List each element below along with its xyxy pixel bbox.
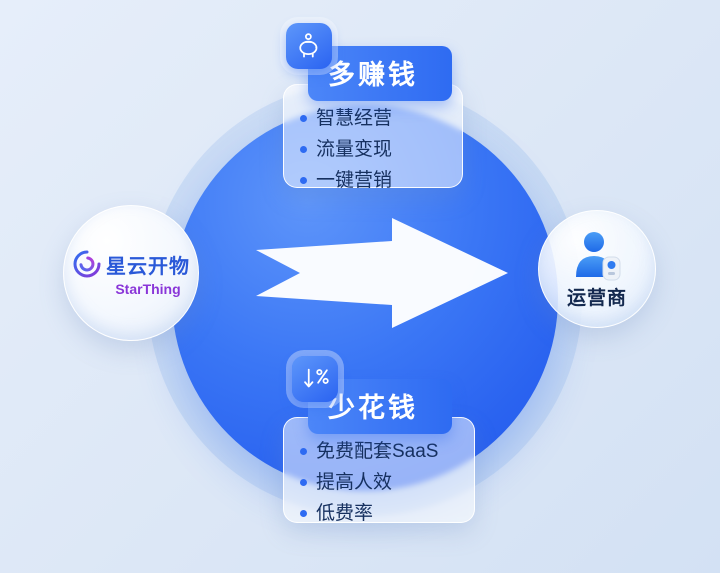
operator-node: 运营商: [538, 210, 656, 328]
discount-down-icon: [292, 356, 338, 402]
bullet-dot-icon: [300, 146, 307, 153]
list-item: 低费率: [300, 498, 460, 529]
list-item: 流量变现: [300, 134, 448, 165]
list-item: 智慧经营: [300, 103, 448, 134]
list-item-label: 一键营销: [316, 170, 393, 191]
flow-arrow-icon: [256, 218, 508, 328]
earn-more-list: 智慧经营 流量变现 一键营销: [300, 103, 448, 196]
earn-more-title: 多赚钱: [308, 46, 452, 101]
list-item: 一键营销: [300, 165, 448, 196]
bullet-dot-icon: [300, 448, 307, 455]
brand-row: 星云开物: [72, 249, 190, 279]
list-item-label: 流量变现: [316, 139, 393, 160]
swirl-logo-icon: [73, 250, 101, 278]
starthing-node: 星云开物 StarThing: [63, 205, 199, 341]
list-item-label: 免费配套SaaS: [316, 441, 439, 462]
bullet-dot-icon: [300, 510, 307, 517]
brand-name-cn: 星云开物: [106, 255, 190, 278]
spend-less-panel: 免费配套SaaS 提高人效 低费率: [283, 417, 475, 524]
bullet-dot-icon: [300, 479, 307, 486]
list-item: 提高人效: [300, 467, 460, 498]
bullet-dot-icon: [300, 177, 307, 184]
spend-less-list: 免费配套SaaS 提高人效 低费率: [300, 436, 460, 529]
list-item: 免费配套SaaS: [300, 436, 460, 467]
operator-label: 运营商: [566, 287, 627, 309]
operator-person-icon: [576, 231, 621, 280]
list-item-label: 低费率: [316, 503, 374, 524]
list-item-label: 智慧经营: [316, 108, 393, 129]
piggy-bank-icon: [286, 23, 332, 69]
earn-more-panel: 智慧经营 流量变现 一键营销: [283, 84, 463, 191]
brand-name-en: StarThing: [115, 281, 181, 297]
list-item-label: 提高人效: [316, 472, 393, 493]
bullet-dot-icon: [300, 115, 307, 122]
